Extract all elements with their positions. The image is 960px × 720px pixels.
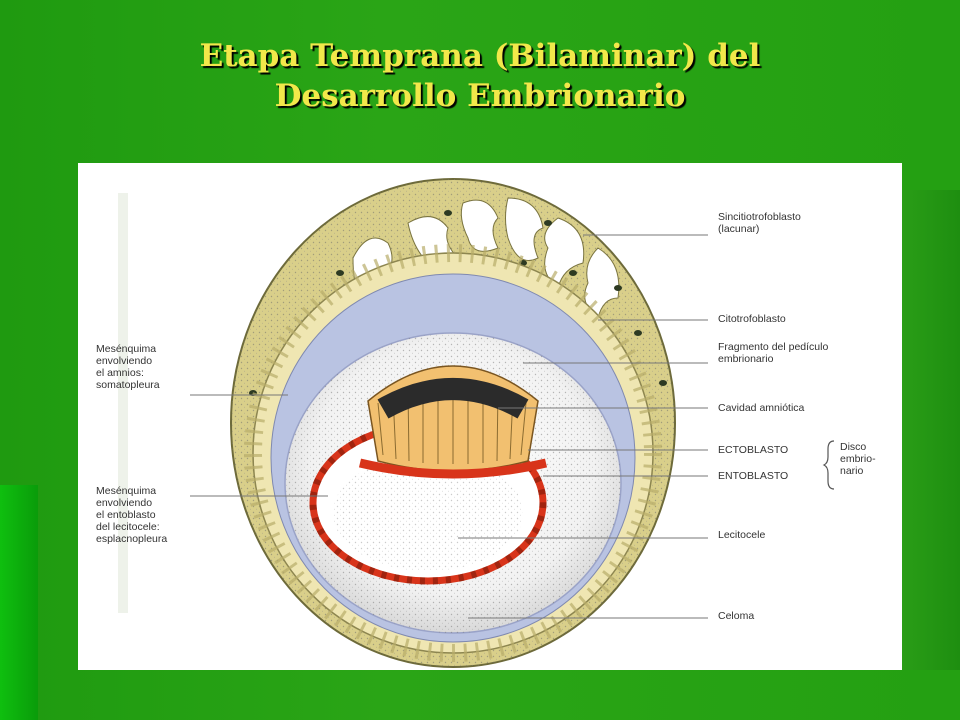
entoblast-layer <box>358 458 548 479</box>
label-line: Cavidad amniótica <box>718 402 805 414</box>
label-line: Fragmento del pedículo <box>718 341 829 353</box>
label-line: embrio- <box>840 453 876 465</box>
embryo-diagram-panel: Sincitiotrofoblasto (lacunar) Citotrofob… <box>78 163 902 670</box>
background-strip-right <box>900 190 960 670</box>
label-line: el entoblasto <box>96 509 156 521</box>
label-line: esplacnopleura <box>96 533 168 545</box>
label-line: embrionario <box>718 353 774 365</box>
label-sincitiotrofoblasto: Sincitiotrofoblasto (lacunar) <box>718 211 801 235</box>
label-line: Disco <box>840 441 867 453</box>
label-line: Celoma <box>718 610 755 622</box>
label-line: nario <box>840 465 864 477</box>
label-line: Lecitocele <box>718 529 766 541</box>
label-line: Mesénquima <box>96 485 157 497</box>
label-celoma: Celoma <box>718 610 754 622</box>
ectoblast-layer <box>367 365 539 472</box>
label-line: el amnios: <box>96 367 144 379</box>
label-somatopleura: Mesénquima envolviendo el amnios: somato… <box>96 343 160 391</box>
disco-brace <box>822 440 835 490</box>
label-line: Citotrofoblasto <box>718 313 786 325</box>
label-cavidad-amniotica: Cavidad amniótica <box>718 402 804 414</box>
label-line: del lecitocele: <box>96 521 160 533</box>
label-line: envolviendo <box>96 497 153 509</box>
label-line: ENTOBLASTO <box>718 470 789 482</box>
label-line: Sincitiotrofoblasto <box>718 211 801 223</box>
label-pediculo-embrionario: Fragmento del pedículo embrionario <box>718 341 828 365</box>
label-citotrofoblasto: Citotrofoblasto <box>718 313 786 325</box>
background-strip-left <box>0 485 38 720</box>
label-line: ECTOBLASTO <box>718 444 789 456</box>
title-line-1: Etapa Temprana (Bilaminar) del <box>199 38 761 74</box>
slide-title: Etapa Temprana (Bilaminar) del Desarroll… <box>0 36 960 116</box>
label-esplacnopleura: Mesénquima envolviendo el entoblasto del… <box>96 485 167 545</box>
label-ectoblasto: ECTOBLASTO <box>718 444 788 456</box>
embryo-illustration <box>118 178 835 668</box>
faint-artifact <box>118 193 128 613</box>
label-line: Mesénquima <box>96 343 157 355</box>
label-line: somatopleura <box>96 379 160 391</box>
label-entoblasto: ENTOBLASTO <box>718 470 788 482</box>
label-disco-embrionario: Disco embrio- nario <box>840 441 876 477</box>
label-line: envolviendo <box>96 355 153 367</box>
title-line-2: Desarrollo Embrionario <box>274 78 686 114</box>
label-lecitocele: Lecitocele <box>718 529 765 541</box>
label-line: (lacunar) <box>718 223 760 235</box>
leader-lines <box>190 234 708 619</box>
